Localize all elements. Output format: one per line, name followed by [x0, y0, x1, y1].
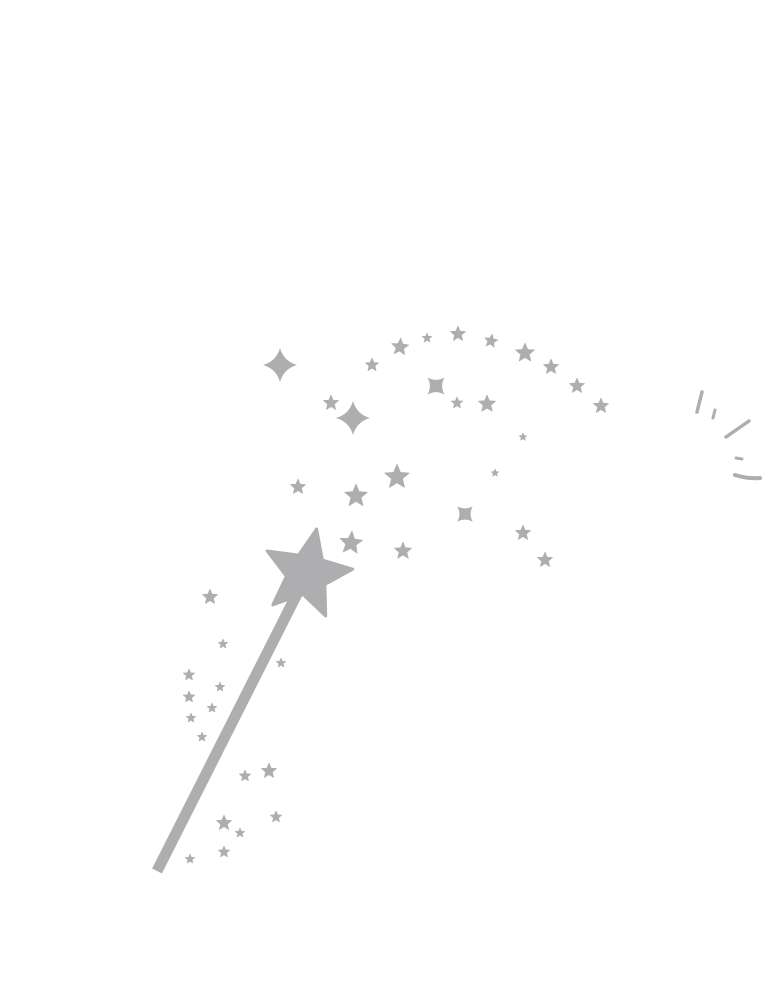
wand-stick [152, 589, 303, 874]
burst-line [733, 473, 762, 481]
star-icon [218, 845, 230, 858]
star-icon [269, 810, 283, 823]
star-icon [543, 358, 559, 374]
star-icon [450, 325, 466, 341]
star-icon [518, 432, 528, 441]
burst-line [724, 419, 751, 439]
sparkle-icon [263, 348, 297, 382]
star-icon [569, 377, 585, 393]
star-icon [384, 463, 410, 488]
sparkle-group [263, 348, 473, 522]
magic-wand-icon [152, 589, 303, 874]
star-icon [450, 396, 464, 409]
star-icon [490, 468, 500, 477]
star-icon [537, 551, 553, 567]
star-icon [239, 769, 251, 782]
star-icon [421, 332, 433, 343]
star-icon [275, 657, 287, 668]
star-icon [261, 762, 277, 778]
star-icon [344, 483, 368, 507]
burst-line [695, 390, 704, 414]
wand-star-icon [265, 527, 355, 618]
star-trail [183, 325, 609, 864]
burst-line [711, 408, 717, 420]
star-icon [217, 638, 229, 649]
star-icon [323, 394, 339, 410]
star-icon [183, 668, 195, 681]
star-icon [183, 690, 195, 703]
star-icon [593, 397, 609, 413]
star-icon [391, 337, 410, 356]
burst-lines-icon [695, 390, 762, 481]
star-icon [478, 394, 496, 412]
sparkle-icon [427, 377, 445, 395]
star-icon [214, 681, 226, 692]
star-icon [196, 731, 208, 742]
star-icon [515, 524, 531, 540]
star-icon [206, 702, 218, 713]
star-icon [339, 530, 364, 554]
sparkle-icon [336, 401, 370, 435]
star-icon [202, 588, 218, 604]
star-icon [394, 541, 412, 559]
star-icon [184, 853, 196, 864]
star-icon [484, 333, 499, 348]
sparkle-icon [457, 506, 473, 522]
star-icon [216, 814, 232, 830]
star-icon [290, 478, 306, 494]
star-icon [364, 357, 380, 372]
star-icon [234, 827, 246, 838]
star-icon [185, 712, 197, 723]
star-icon [515, 342, 535, 362]
burst-line [734, 456, 744, 461]
wand-star-icon [265, 527, 355, 618]
